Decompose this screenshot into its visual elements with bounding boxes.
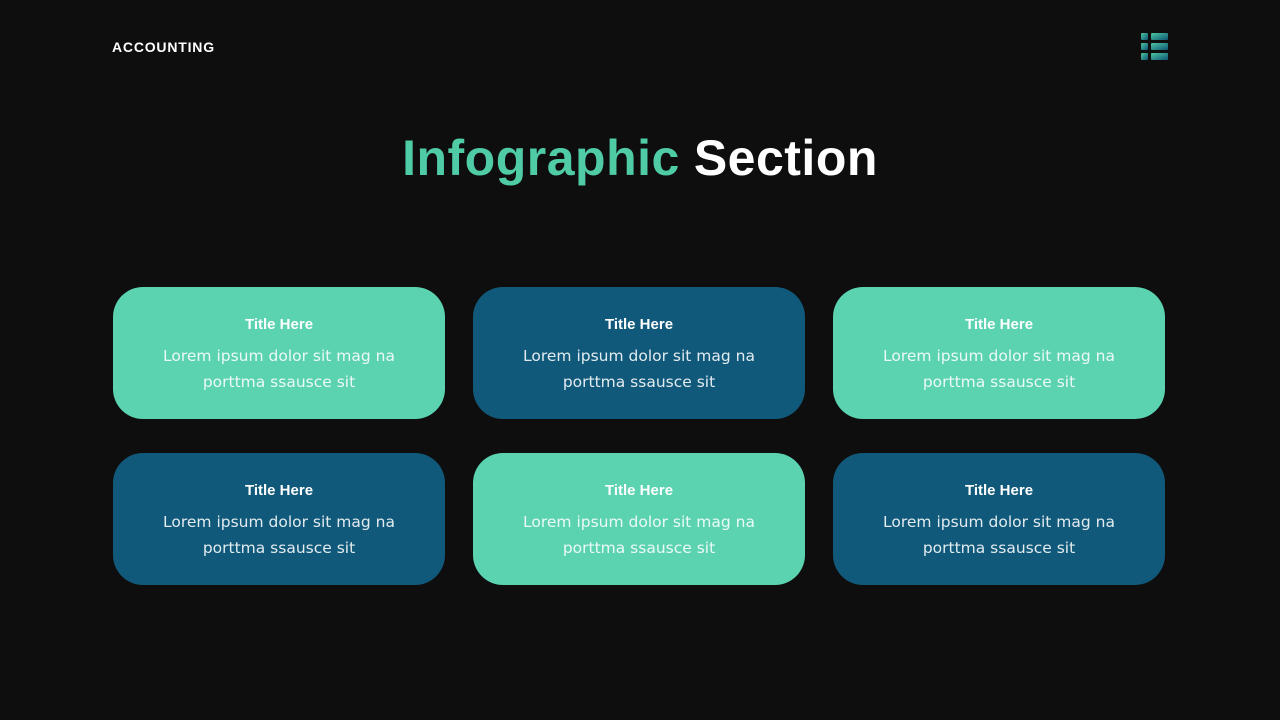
page-title-highlight: Infographic [402, 130, 680, 186]
card-body: Lorem ipsum dolor sit mag na porttma ssa… [511, 509, 767, 561]
cards-grid: Title Here Lorem ipsum dolor sit mag na … [113, 287, 1165, 585]
card: Title Here Lorem ipsum dolor sit mag na … [113, 287, 445, 419]
card: Title Here Lorem ipsum dolor sit mag na … [473, 287, 805, 419]
card-body-line2: porttma ssausce sit [922, 373, 1076, 391]
card-body-line1: Lorem ipsum dolor sit mag na [523, 347, 755, 365]
card-body-line1: Lorem ipsum dolor sit mag na [883, 347, 1115, 365]
header: ACCOUNTING [112, 33, 1168, 60]
card-body: Lorem ipsum dolor sit mag na porttma ssa… [151, 509, 407, 561]
card-body-line2: porttma ssausce sit [562, 539, 716, 557]
card-title: Title Here [244, 482, 314, 499]
card-body-line2: porttma ssausce sit [922, 539, 1076, 557]
card-title: Title Here [964, 482, 1034, 499]
card-title: Title Here [604, 482, 674, 499]
page-title-rest: Section [693, 130, 878, 186]
brand-label: ACCOUNTING [112, 38, 215, 55]
card-body-line2: porttma ssausce sit [562, 373, 716, 391]
card-title: Title Here [604, 316, 674, 333]
card-body: Lorem ipsum dolor sit mag na porttma ssa… [871, 343, 1127, 395]
card-body-line1: Lorem ipsum dolor sit mag na [883, 513, 1115, 531]
card-body-line1: Lorem ipsum dolor sit mag na [163, 513, 395, 531]
card: Title Here Lorem ipsum dolor sit mag na … [833, 453, 1165, 585]
card-body: Lorem ipsum dolor sit mag na porttma ssa… [871, 509, 1127, 561]
card-body-line2: porttma ssausce sit [202, 373, 356, 391]
card-body-line2: porttma ssausce sit [202, 539, 356, 557]
card-body: Lorem ipsum dolor sit mag na porttma ssa… [511, 343, 767, 395]
card-title: Title Here [244, 316, 314, 333]
card-title: Title Here [964, 316, 1034, 333]
card: Title Here Lorem ipsum dolor sit mag na … [473, 453, 805, 585]
card: Title Here Lorem ipsum dolor sit mag na … [113, 453, 445, 585]
list-menu-button[interactable] [1141, 33, 1168, 60]
list-menu-icon [1141, 33, 1168, 60]
card-body-line1: Lorem ipsum dolor sit mag na [523, 513, 755, 531]
card: Title Here Lorem ipsum dolor sit mag na … [833, 287, 1165, 419]
card-body-line1: Lorem ipsum dolor sit mag na [163, 347, 395, 365]
card-body: Lorem ipsum dolor sit mag na porttma ssa… [151, 343, 407, 395]
